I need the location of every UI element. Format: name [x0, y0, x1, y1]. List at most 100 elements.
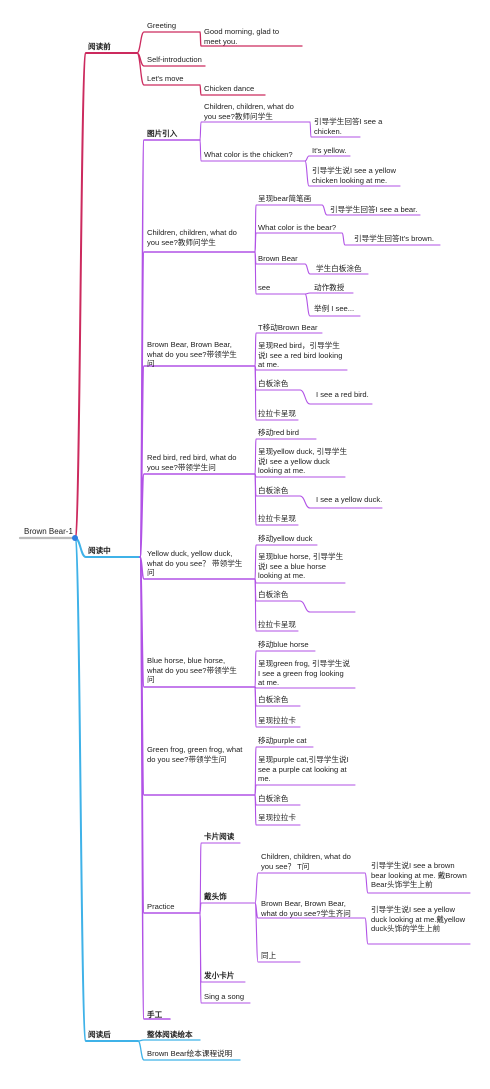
step1-item1[interactable]: 呈现bear简笔画: [258, 194, 312, 203]
picture-intro-node[interactable]: 图片引入: [147, 129, 178, 138]
step6-item3[interactable]: 白板涂色: [258, 794, 289, 803]
step6-item1[interactable]: 移动purple cat: [258, 736, 307, 745]
step3-item4[interactable]: 拉拉卡呈现: [258, 514, 296, 523]
practice-node[interactable]: Practice: [147, 902, 175, 911]
step1-item4-example[interactable]: 举例 I see...: [314, 304, 355, 313]
branch-line: [299, 600, 356, 613]
step2-node[interactable]: Brown Bear, Brown Bear, what do you see?…: [147, 340, 237, 369]
root-node-label[interactable]: Brown Bear-1: [24, 527, 73, 536]
during-sub-branch-line: [139, 556, 256, 580]
whole-reading-line: [137, 1039, 201, 1042]
step4-item1[interactable]: 移动yellow duck: [258, 534, 313, 543]
craft-node[interactable]: 手工: [147, 1010, 163, 1019]
self-intro-node[interactable]: Self-introduction: [147, 55, 202, 64]
branch-line: [299, 495, 383, 509]
course-note-line: [137, 1040, 241, 1061]
branch-line: [254, 473, 299, 526]
branch-line: [304, 292, 354, 295]
during-sub-branch-line: [139, 556, 171, 1020]
branch-line: [364, 917, 471, 945]
picture-q2-node[interactable]: What color is the chicken?: [204, 150, 293, 159]
chicken-dance-line: [199, 84, 266, 96]
branch-line: [304, 160, 401, 187]
practice-card-reading[interactable]: 卡片阅读: [204, 832, 235, 841]
step5-node[interactable]: Blue horse, blue horse, what do you see?…: [147, 656, 237, 685]
branch-line: [254, 365, 299, 421]
branch-line: [199, 912, 251, 1004]
root-connector-dot: [72, 535, 78, 541]
picture-a2-node[interactable]: It's yellow.: [312, 146, 347, 155]
step5-item3[interactable]: 白板涂色: [258, 695, 289, 704]
step6-item4[interactable]: 呈现拉拉卡: [258, 813, 296, 822]
step5-item1[interactable]: 移动blue horse: [258, 640, 309, 649]
lets-move-node[interactable]: Let's move: [147, 74, 184, 83]
step5-item2[interactable]: 呈现green frog, 引导学生说I see a green frog lo…: [258, 659, 350, 688]
branch-line: [254, 251, 306, 295]
step3-item2[interactable]: 呈现yellow duck, 引导学生说I see a yellow duck …: [258, 447, 348, 476]
step5-item4[interactable]: 呈现拉拉卡: [258, 716, 296, 725]
branch-line: [199, 121, 311, 141]
step6-item2[interactable]: 呈现purple cat,引导学生说I see a purple cat loo…: [258, 755, 349, 784]
step4-item3[interactable]: 白板涂色: [258, 590, 289, 599]
practice-small-cards[interactable]: 发小卡片: [204, 971, 235, 980]
step3-node[interactable]: Red bird, red bird, what do you see?带领学生…: [147, 453, 237, 472]
picture-a1-node[interactable]: 引导学生回答I see a chicken.: [314, 117, 383, 136]
step4-item2[interactable]: 呈现blue horse, 引导学生说I see a blue horse lo…: [258, 552, 344, 581]
during-sub-branch-line: [139, 251, 256, 558]
step2-item3-answer[interactable]: I see a red bird.: [316, 390, 369, 399]
step2-item1[interactable]: T移动Brown Bear: [258, 323, 318, 332]
step3-item1[interactable]: 移动red bird: [258, 428, 299, 437]
step6-node[interactable]: Green frog, green frog, what do you see?…: [147, 745, 243, 764]
during-sub-branch-line: [139, 473, 256, 558]
step2-item2[interactable]: 呈现Red bird，引导学生说I see a red bird looking…: [258, 341, 343, 370]
pre-reading-label[interactable]: 阅读前: [88, 42, 111, 51]
post-reading-label[interactable]: 阅读后: [88, 1030, 111, 1039]
branch-line: [199, 139, 306, 162]
practice-hat-same[interactable]: 同上: [261, 951, 277, 960]
branch-line: [254, 872, 366, 904]
branch-line: [254, 232, 343, 253]
step4-node[interactable]: Yellow duck, yellow duck, what do you se…: [147, 549, 243, 578]
step1-item2-answer[interactable]: 引导学生回答It's brown.: [354, 234, 434, 243]
course-note-node[interactable]: Brown Bear绘本课程说明: [147, 1049, 233, 1058]
during-sub-branch-line: [139, 556, 201, 914]
branch-line: [364, 872, 471, 894]
branch-line: [304, 293, 361, 317]
step1-item3[interactable]: Brown Bear: [258, 254, 298, 263]
step1-node[interactable]: Children, children, what do you see?教师问学…: [147, 228, 237, 247]
practice-sing-song[interactable]: Sing a song: [204, 992, 245, 1001]
step1-item1-answer[interactable]: 引导学生回答I see a bear.: [330, 205, 418, 214]
step3-item3-answer[interactable]: I see a yellow duck.: [316, 495, 383, 504]
step4-item4[interactable]: 拉拉卡呈现: [258, 620, 296, 629]
greeting-line: [136, 31, 201, 54]
step1-item3-answer[interactable]: 学生白板涂色: [316, 264, 362, 273]
greeting-node[interactable]: Greeting: [147, 21, 177, 30]
practice-hat-a1[interactable]: 引导学生说I see a brown bear looking at me. 戴…: [371, 861, 467, 890]
branch-line: [321, 204, 421, 216]
lets-move-line: [136, 52, 201, 86]
step1-item4-action[interactable]: 动作教授: [314, 283, 345, 292]
picture-a3-node[interactable]: 引导学生说I see a yellow chicken looking at m…: [312, 166, 396, 185]
step1-item2[interactable]: What color is the bear?: [258, 223, 337, 232]
step2-item4[interactable]: 拉拉卡呈现: [258, 409, 296, 418]
step2-item3[interactable]: 白板涂色: [258, 379, 289, 388]
during-reading-label[interactable]: 阅读中: [88, 546, 111, 555]
greeting-reply-node[interactable]: Good morning, glad to meet you.: [204, 27, 280, 46]
practice-hat-q1[interactable]: Children, children, what do you see？ T问: [261, 852, 351, 871]
branch-line: [254, 650, 316, 688]
step1-item4[interactable]: see: [258, 283, 271, 292]
whole-reading-node[interactable]: 整体阅读绘本: [147, 1030, 193, 1039]
branch-line: [254, 902, 301, 963]
post-reading-branch: [74, 537, 139, 1042]
branch-line: [254, 544, 318, 580]
branch-line: [254, 578, 299, 632]
practice-wear-headwear[interactable]: 戴头饰: [204, 892, 227, 901]
greeting-reply-line: [199, 31, 303, 47]
step3-item3[interactable]: 白板涂色: [258, 486, 289, 495]
practice-hat-q2[interactable]: Brown Bear, Brown Bear, what do you see?…: [261, 899, 351, 918]
practice-hat-a2[interactable]: 引导学生说I see a yellow duck looking at me.戴…: [371, 905, 466, 934]
pre-reading-branch: [74, 52, 138, 539]
picture-q1-node[interactable]: Children, children, what do you see?教师问学…: [204, 102, 294, 121]
chicken-dance-node[interactable]: Chicken dance: [204, 84, 255, 93]
